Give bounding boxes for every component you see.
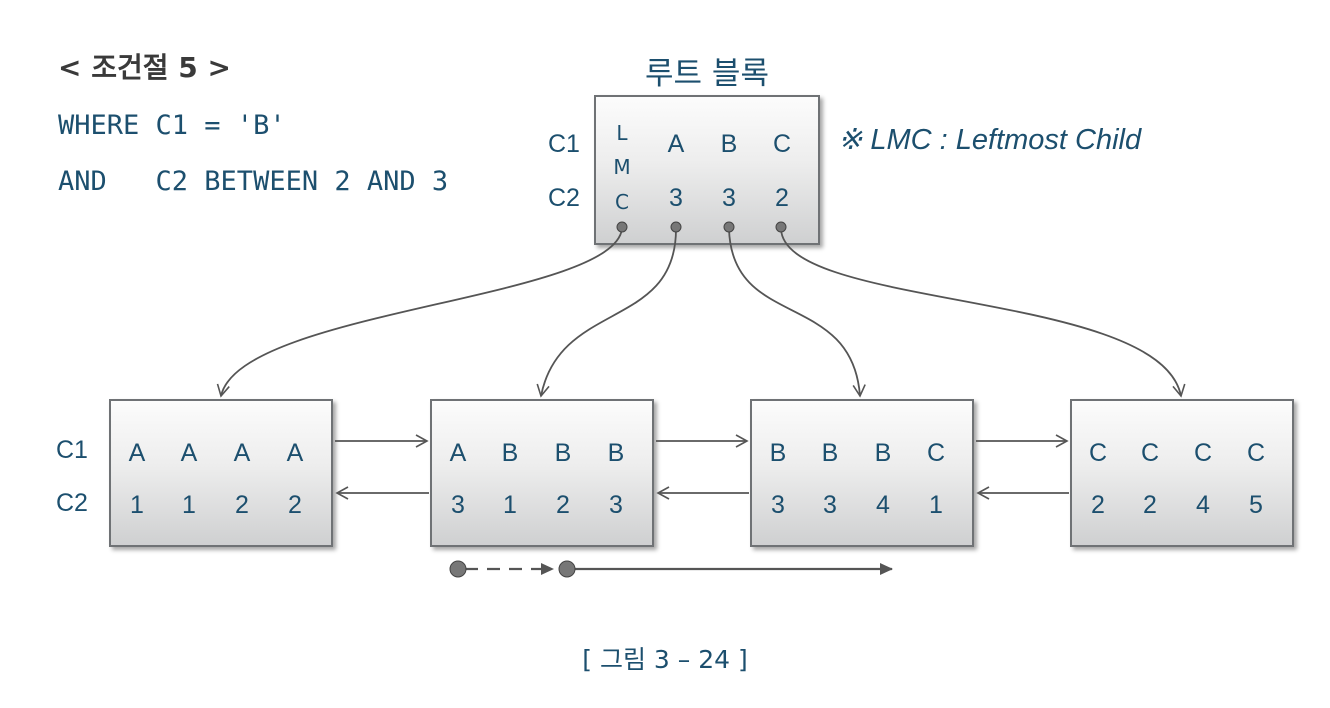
condition-title: < 조건절 5 >	[58, 51, 231, 84]
leaf-4-c2-cell: 5	[1249, 491, 1263, 519]
leaf-1-c1-cell: A	[286, 439, 304, 467]
leaf-1-c2-cell: 2	[288, 491, 302, 519]
leaf-2-c1-cell: A	[449, 439, 467, 467]
leaf-row-label-c2: C2	[56, 489, 88, 517]
root-pointer-curve-lmc	[216, 228, 623, 398]
sql-line-and: AND C2 BETWEEN 2 AND 3	[58, 166, 449, 197]
leaf-3-c2-cell: 4	[876, 491, 890, 519]
leaf-4-c1-cell: C	[1088, 439, 1108, 467]
root-row-label-c1: C1	[548, 130, 580, 158]
leaf-row-label-c1: C1	[56, 436, 88, 464]
root-pointer-curve-a	[536, 228, 677, 398]
leaf-4-c2-cell: 2	[1143, 491, 1157, 519]
leaf-4-c2-cell: 2	[1091, 491, 1105, 519]
leaf-3-c1-cell: C	[926, 439, 946, 467]
leaf-3-c1-cell: B	[821, 439, 839, 467]
leaf-block-4: C C C C 2 2 4 5	[1070, 399, 1294, 547]
leaf-1-c2-cell: 1	[130, 491, 144, 519]
root-lmc-letter-m: M	[613, 155, 631, 179]
leaf-block-3: B B B C 3 3 4 1	[750, 399, 974, 547]
leaf-4-c1-cell: C	[1246, 439, 1266, 467]
leaf-2-c2-cell: 1	[503, 491, 517, 519]
leaf-block-1: A A A A 1 1 2 2	[109, 399, 333, 547]
leaf-2-c2-cell: 2	[556, 491, 570, 519]
root-block-title: 루트 블록	[645, 56, 769, 92]
leaf-2-c2-cell: 3	[451, 491, 465, 519]
leaf-4-c1-cell: C	[1193, 439, 1213, 467]
root-pointer-curve-b	[728, 228, 866, 398]
root-lmc-letter-c: C	[615, 190, 629, 214]
leaf-3-c2-cell: 1	[929, 491, 943, 519]
root-c2-cell: 2	[775, 184, 789, 212]
leaf-2-c1-cell: B	[554, 439, 572, 467]
root-c2-cell: 3	[669, 184, 683, 212]
leaf-1-c2-cell: 2	[235, 491, 249, 519]
leaf-1-c1-cell: A	[128, 439, 146, 467]
leaf-3-c2-cell: 3	[823, 491, 837, 519]
leaf-2-c1-cell: B	[607, 439, 625, 467]
scan-start-dot	[449, 560, 467, 578]
root-pointer-dot	[670, 221, 682, 233]
leaf-3-c1-cell: B	[769, 439, 787, 467]
lmc-note: ※ LMC : Leftmost Child	[838, 124, 1142, 156]
leaf-block-2: A B B B 3 1 2 3	[430, 399, 654, 547]
leaf-3-c1-cell: B	[874, 439, 892, 467]
sql-line-where: WHERE C1 = 'B'	[58, 110, 286, 141]
scan-range-start-dot	[558, 560, 576, 578]
root-c1-cell: B	[720, 130, 738, 158]
leaf-1-c1-cell: A	[233, 439, 251, 467]
root-c2-cell: 3	[722, 184, 736, 212]
leaf-2-c1-cell: B	[501, 439, 519, 467]
root-pointer-dot	[616, 221, 628, 233]
leaf-1-c1-cell: A	[180, 439, 198, 467]
root-c1-cell: C	[772, 130, 792, 158]
root-pointer-dot	[723, 221, 735, 233]
leaf-1-c2-cell: 1	[182, 491, 196, 519]
leaf-2-c2-cell: 3	[609, 491, 623, 519]
root-pointer-curve-c	[780, 228, 1186, 398]
root-pointer-dot	[775, 221, 787, 233]
root-lmc-letter-l: L	[616, 121, 628, 145]
leaf-4-c2-cell: 4	[1196, 491, 1210, 519]
root-block: L M C A B C 3 3 2	[594, 95, 820, 245]
leaf-4-c1-cell: C	[1140, 439, 1160, 467]
root-row-label-c2: C2	[548, 184, 580, 212]
leaf-3-c2-cell: 3	[771, 491, 785, 519]
figure-caption: [ 그림 3 – 24 ]	[582, 645, 748, 674]
root-c1-cell: A	[667, 130, 685, 158]
